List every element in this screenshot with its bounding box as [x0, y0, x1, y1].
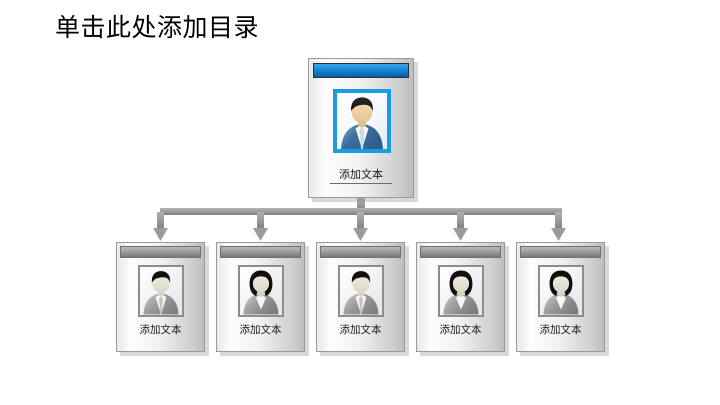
org-node-3[interactable]: 添加文本 — [316, 242, 409, 356]
person-avatar-female-gray-icon — [440, 267, 482, 315]
card-header-gray — [220, 246, 301, 258]
card-label[interactable]: 添加文本 — [308, 166, 414, 184]
photo-frame-gray — [438, 265, 484, 317]
connector-arrow-3 — [353, 212, 368, 241]
card-header-blue — [313, 63, 409, 78]
org-node-top[interactable]: 添加文本 — [308, 58, 418, 202]
connector-arrow-2 — [253, 212, 268, 241]
card-label[interactable]: 添加文本 — [339, 324, 382, 336]
card-label[interactable]: 添加文本 — [539, 324, 582, 336]
person-avatar-male-gray-icon — [340, 267, 382, 315]
connector-horizontal-bar — [160, 208, 562, 215]
org-node-2[interactable]: 添加文本 — [216, 242, 309, 356]
person-avatar-male-color-icon — [337, 93, 387, 149]
connector-arrow-5 — [551, 212, 566, 241]
person-avatar-female-gray-icon — [240, 267, 282, 315]
card-header-gray — [120, 246, 201, 258]
org-node-5[interactable]: 添加文本 — [516, 242, 609, 356]
card-label-text: 添加文本 — [330, 166, 392, 184]
photo-frame-gray — [238, 265, 284, 317]
card-label[interactable]: 添加文本 — [139, 324, 182, 336]
photo-frame-gray — [138, 265, 184, 317]
photo-frame-gray — [538, 265, 584, 317]
card-label[interactable]: 添加文本 — [239, 324, 282, 336]
connector-arrow-4 — [453, 212, 468, 241]
org-node-4[interactable]: 添加文本 — [416, 242, 509, 356]
photo-frame-gray — [338, 265, 384, 317]
card-header-gray — [320, 246, 401, 258]
card-header-gray — [520, 246, 601, 258]
org-node-1[interactable]: 添加文本 — [116, 242, 209, 356]
card-header-gray — [420, 246, 501, 258]
person-avatar-male-gray-icon — [140, 267, 182, 315]
page-title[interactable]: 单击此处添加目录 — [55, 13, 260, 42]
card-label[interactable]: 添加文本 — [439, 324, 482, 336]
photo-frame-blue — [333, 89, 391, 153]
person-avatar-female-gray-icon — [540, 267, 582, 315]
connector-arrow-1 — [153, 212, 168, 241]
